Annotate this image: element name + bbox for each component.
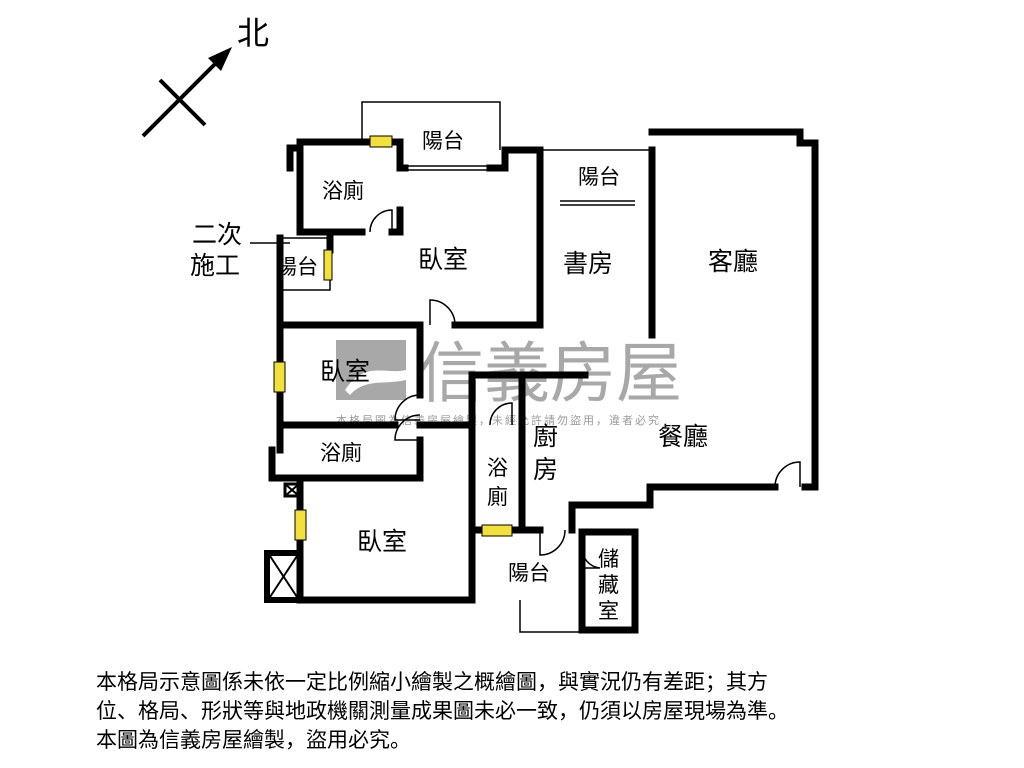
room-kitchen-1: 廚: [533, 422, 558, 451]
room-kitchen-2: 房: [533, 455, 558, 484]
room-bath-middle: 浴廁: [320, 441, 362, 465]
doors: [369, 209, 801, 569]
room-living: 客廳: [708, 247, 758, 276]
room-labels: 陽台 浴廁 二次 施工 陽台 臥室 陽台 書房 客廳 臥室 浴廁 廚 房 餐廳 …: [190, 129, 758, 623]
disclaimer-line-2: 位、格局、形狀等與地政機關測量成果圖未必一致，仍須以房屋現場為準。: [96, 699, 789, 723]
room-balcony-small: 陽台: [276, 255, 318, 279]
room-bath-top: 浴廁: [322, 179, 364, 203]
room-bedroom-middle: 臥室: [320, 357, 370, 386]
room-bedroom-master: 臥室: [418, 245, 468, 274]
room-balcony-study: 陽台: [578, 165, 620, 189]
room-balcony-bottom: 陽台: [508, 561, 550, 585]
balcony-outlines: [280, 101, 652, 633]
room-storage-3: 室: [598, 599, 619, 623]
label-secondary-construction-1: 二次: [192, 220, 242, 249]
label-secondary-construction-2: 施工: [190, 251, 240, 280]
room-storage-1: 儲: [598, 547, 619, 571]
north-label: 北: [237, 14, 269, 52]
north-arrow-icon: [208, 47, 232, 71]
disclaimer-line-3: 本圖為信義房屋繪製，盜用必究。: [96, 728, 411, 752]
walls: [264, 128, 819, 634]
room-study: 書房: [563, 249, 613, 278]
compass-line: [141, 55, 224, 138]
windows: [273, 135, 513, 541]
room-balcony-top-left: 陽台: [422, 129, 464, 153]
watermark: 信義房屋 本格局圖為信義房屋繪製，未經允許請勿盜用，違者必究: [336, 335, 682, 427]
compass: 北: [141, 14, 269, 138]
room-bath-small-2: 廁: [487, 485, 508, 509]
compass-cross: [158, 78, 207, 127]
room-dining: 餐廳: [658, 422, 708, 451]
disclaimer-line-1: 本格局示意圖係未依一定比例縮小繪製之概繪圖，與實況仍有差距；其方: [96, 670, 768, 694]
room-bath-small-1: 浴: [487, 456, 508, 480]
room-bedroom-bottom: 臥室: [357, 527, 407, 556]
disclaimer: 本格局示意圖係未依一定比例縮小繪製之概繪圖，與實況仍有差距；其方 位、格局、形狀…: [96, 668, 789, 755]
room-storage-2: 藏: [598, 573, 619, 597]
watermark-logo-wave: [345, 370, 406, 395]
